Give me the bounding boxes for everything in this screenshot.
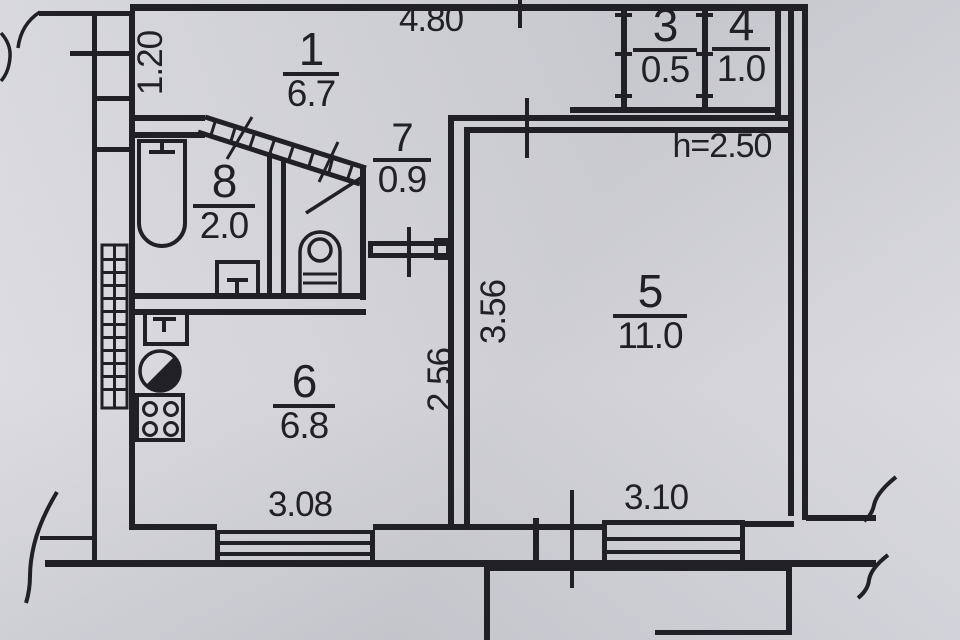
room-area: 1.0	[716, 48, 766, 89]
fraction-bar	[283, 72, 339, 76]
stove-icon	[135, 393, 185, 442]
fraction-bar	[273, 404, 335, 408]
interior-walls	[129, 4, 794, 524]
room-number: 8	[211, 155, 238, 207]
vent-shaft-diagonal-wall	[197, 114, 367, 215]
fraction-bar	[712, 47, 770, 51]
room-number: 5	[637, 265, 664, 317]
room-area: 0.9	[377, 159, 427, 200]
room-4-label: 4 1.0	[708, 0, 774, 89]
fraction-bar	[613, 314, 687, 318]
room-area: 2.0	[199, 205, 249, 246]
kitchen-window	[215, 530, 375, 564]
room-1-label: 1 6.7	[278, 23, 344, 114]
entrance-door-arc	[16, 10, 41, 49]
dim-left-entrance: 1.20	[131, 30, 170, 96]
neighbor-door-arc	[0, 31, 12, 83]
room-number: 6	[291, 355, 318, 407]
fraction-bar	[633, 48, 697, 52]
fraction-bar	[373, 158, 431, 162]
room-6-label: 6 6.8	[272, 355, 336, 446]
wc-door-leaf	[305, 174, 365, 215]
room-area: 0.5	[640, 49, 690, 90]
room-area: 11.0	[617, 315, 683, 356]
dim-bottom-right: 3.10	[623, 478, 689, 517]
room-number: 3	[652, 0, 679, 51]
adjacent-structure-walls	[40, 536, 792, 640]
room-number: 7	[391, 116, 413, 160]
room-7-label: 7 0.9	[370, 116, 434, 200]
dim-room5-wall: 3.56	[474, 279, 513, 345]
room-area: 6.8	[279, 405, 329, 446]
sink-bowl-icon	[138, 349, 182, 393]
room-area: 6.7	[286, 73, 336, 114]
fraction-bar	[193, 204, 255, 208]
kitchen-sink-icon	[143, 310, 189, 346]
dim-top-width: 4.80	[398, 0, 464, 39]
room-number: 4	[728, 0, 755, 50]
dimension-ticks	[518, 0, 713, 588]
room-8-label: 8 2.0	[191, 155, 257, 246]
room5-window	[602, 520, 745, 564]
room-5-label: 5 11.0	[610, 265, 690, 356]
room-number: 1	[298, 23, 325, 75]
room-3-label: 3 0.5	[632, 0, 698, 90]
dim-kitchen-wall: 2.56	[421, 347, 460, 413]
kitchen-doorway	[368, 227, 450, 277]
dim-ceiling-height: h=2.50	[672, 127, 773, 165]
washbasin-icon	[215, 260, 260, 297]
outer-walls	[39, 4, 876, 567]
dim-bottom-left: 3.08	[267, 485, 333, 524]
bathtub-icon	[137, 139, 187, 248]
vent-ladder-strip	[100, 243, 129, 410]
toilet-icon	[298, 230, 342, 293]
break-marks	[24, 475, 898, 604]
